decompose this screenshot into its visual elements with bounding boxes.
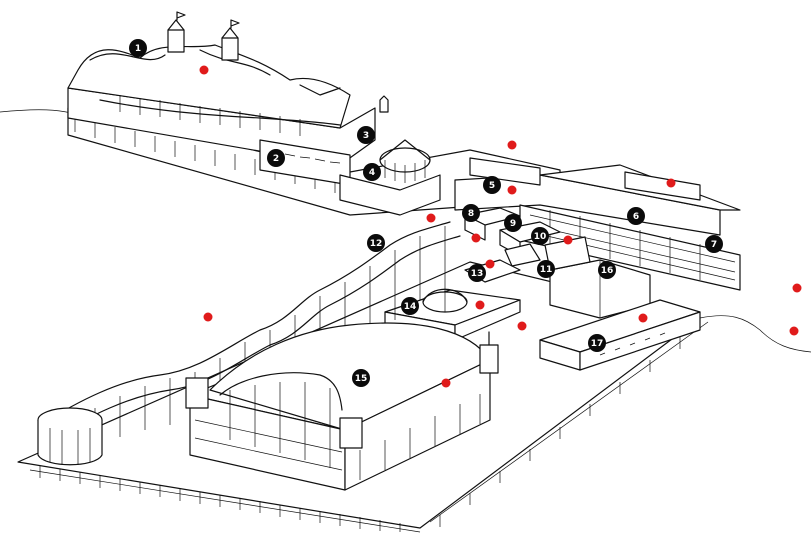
badge-circle xyxy=(537,260,555,278)
red-marker xyxy=(789,326,799,336)
badge-4: 4 xyxy=(363,163,381,181)
red-marker xyxy=(485,259,495,269)
grand-arched-hall xyxy=(185,322,499,491)
badge-10: 10 xyxy=(531,227,549,245)
badge-5: 5 xyxy=(483,176,501,194)
badge-label: 9 xyxy=(510,219,516,229)
red-marker xyxy=(426,213,436,223)
badge-circle xyxy=(401,297,419,315)
badge-label: 3 xyxy=(363,131,369,141)
badge-label: 11 xyxy=(540,265,553,275)
red-markers xyxy=(199,65,802,388)
badge-label: 15 xyxy=(355,374,368,384)
badge-circle xyxy=(627,207,645,225)
badge-circle xyxy=(129,39,147,57)
badge-1: 1 xyxy=(129,39,147,57)
badge-16: 16 xyxy=(598,261,616,279)
badge-circle xyxy=(367,234,385,252)
shoreline-right xyxy=(699,315,811,353)
badge-label: 7 xyxy=(711,240,717,250)
mountain-coaster-building xyxy=(67,11,389,166)
dome-pavilion xyxy=(384,259,521,341)
badge-circle xyxy=(531,227,549,245)
badge-2: 2 xyxy=(267,149,285,167)
red-marker xyxy=(199,65,209,75)
badge-label: 10 xyxy=(534,232,547,242)
badge-circle xyxy=(357,126,375,144)
badge-7: 7 xyxy=(705,235,723,253)
badge-9: 9 xyxy=(504,214,522,232)
badge-circle xyxy=(483,176,501,194)
block-17-building xyxy=(539,299,701,371)
badge-circle xyxy=(363,163,381,181)
badge-label: 4 xyxy=(369,168,375,178)
badge-circle xyxy=(352,369,370,387)
badge-circle xyxy=(462,204,480,222)
badge-label: 12 xyxy=(370,239,383,249)
red-marker xyxy=(517,321,527,331)
badge-circle xyxy=(588,334,606,352)
red-marker xyxy=(441,378,451,388)
badge-label: 16 xyxy=(601,266,614,276)
badge-label: 13 xyxy=(471,269,484,279)
badge-circle xyxy=(705,235,723,253)
red-marker xyxy=(666,178,676,188)
badge-label: 5 xyxy=(489,181,495,191)
badge-8: 8 xyxy=(462,204,480,222)
badge-11: 11 xyxy=(537,260,555,278)
red-marker xyxy=(471,233,481,243)
badge-17: 17 xyxy=(588,334,606,352)
badge-label: 14 xyxy=(404,302,417,312)
red-marker xyxy=(507,140,517,150)
red-marker xyxy=(203,312,213,322)
badge-label: 2 xyxy=(273,154,279,164)
badge-circle xyxy=(598,261,616,279)
badge-circle xyxy=(504,214,522,232)
badge-label: 1 xyxy=(135,44,141,54)
badge-14: 14 xyxy=(401,297,419,315)
badge-label: 17 xyxy=(591,339,604,349)
red-marker xyxy=(563,235,573,245)
badge-circle xyxy=(468,264,486,282)
badge-circle xyxy=(267,149,285,167)
badge-label: 6 xyxy=(633,212,639,222)
badge-6: 6 xyxy=(627,207,645,225)
red-marker xyxy=(507,185,517,195)
badge-13: 13 xyxy=(468,264,486,282)
red-marker xyxy=(475,300,485,310)
red-marker xyxy=(792,283,802,293)
carousel-rotunda xyxy=(339,139,441,216)
roller-coaster-track xyxy=(37,221,461,466)
badge-15: 15 xyxy=(352,369,370,387)
badge-12: 12 xyxy=(367,234,385,252)
red-marker xyxy=(638,313,648,323)
pier-pilings xyxy=(39,337,681,532)
badge-label: 8 xyxy=(468,209,474,219)
badge-3: 3 xyxy=(357,126,375,144)
